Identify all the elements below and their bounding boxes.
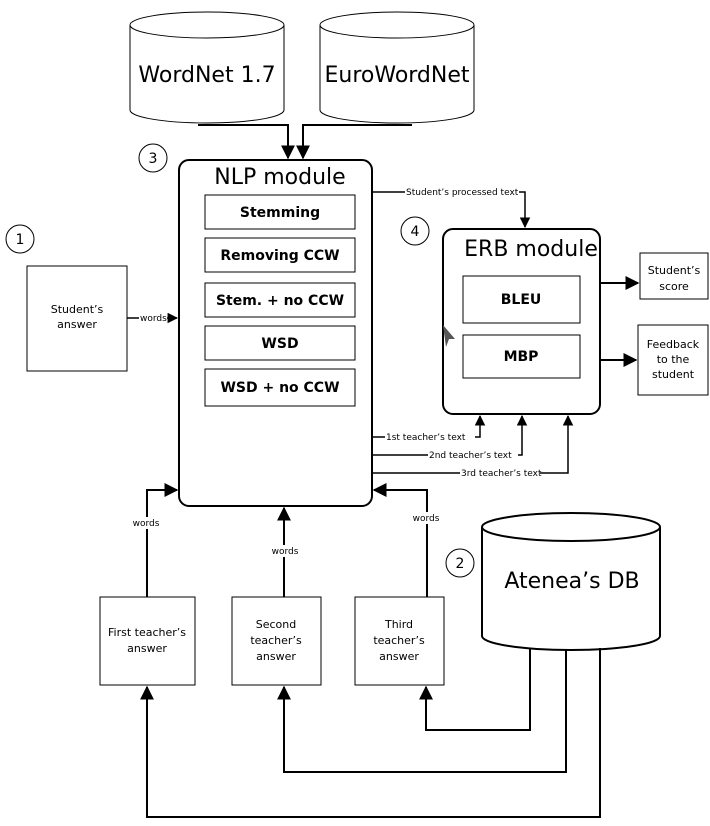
svg-text:Student’s: Student’s bbox=[51, 303, 104, 316]
svg-text:Removing CCW: Removing CCW bbox=[220, 248, 339, 264]
svg-text:teacher’s: teacher’s bbox=[373, 634, 425, 647]
svg-text:words: words bbox=[272, 547, 299, 557]
svg-text:Third: Third bbox=[384, 618, 413, 631]
svg-text:Student’s: Student’s bbox=[648, 264, 701, 277]
svg-text:3rd teacher’s text: 3rd teacher’s text bbox=[461, 469, 542, 479]
nlp-step-wsd-no-ccw: WSD + no CCW bbox=[204, 368, 356, 407]
svg-text:2: 2 bbox=[456, 556, 465, 572]
wordnet-to-nlp-arrow bbox=[198, 124, 295, 160]
svg-text:student: student bbox=[652, 368, 695, 381]
svg-text:3: 3 bbox=[149, 151, 158, 167]
db-to-third-teacher-arrow bbox=[419, 648, 531, 731]
nlp-step-removing-ccw: Removing CCW bbox=[204, 237, 356, 273]
svg-text:Stemming: Stemming bbox=[240, 205, 320, 221]
erb-title: ERB module bbox=[464, 237, 598, 262]
marker-4: 4 bbox=[400, 216, 430, 246]
svg-text:Student’s processed text: Student’s processed text bbox=[406, 188, 519, 198]
marker-3: 3 bbox=[138, 143, 168, 173]
edge-label-first-teacher-words: words bbox=[130, 517, 162, 529]
edge-label-t3: 3rd teacher’s text bbox=[460, 468, 542, 479]
svg-text:score: score bbox=[659, 280, 689, 293]
atenea-label: Atenea’s DB bbox=[504, 569, 639, 594]
nlp-title: NLP module bbox=[214, 165, 345, 190]
nlp-step-stemming: Stemming bbox=[204, 194, 356, 230]
marker-1: 1 bbox=[5, 224, 35, 254]
svg-text:BLEU: BLEU bbox=[501, 292, 542, 308]
svg-text:answer: answer bbox=[57, 318, 97, 331]
svg-text:answer: answer bbox=[379, 650, 419, 663]
svg-text:words: words bbox=[140, 314, 167, 324]
student-score-box: Student’s score bbox=[639, 252, 709, 300]
eurowordnet-to-nlp-arrow bbox=[296, 124, 412, 160]
connectors bbox=[127, 124, 640, 818]
erb-module: ERB module BLEU MBP bbox=[442, 228, 601, 415]
third-teacher-answer-box: Third teacher’s answer bbox=[354, 596, 445, 686]
svg-text:answer: answer bbox=[127, 642, 167, 655]
nlp-step-wsd: WSD bbox=[204, 325, 356, 361]
db-to-first-teacher-arrow bbox=[140, 648, 601, 818]
t2-text-arrow bbox=[372, 414, 528, 456]
svg-text:1st teacher’s text: 1st teacher’s text bbox=[386, 433, 466, 443]
wordnet-database: WordNet 1.7 bbox=[129, 11, 285, 124]
edge-label-third-teacher-words: words bbox=[410, 512, 442, 524]
svg-text:words: words bbox=[133, 519, 160, 529]
eurowordnet-label: EuroWordNet bbox=[324, 63, 469, 88]
third-teacher-to-nlp-arrow bbox=[372, 483, 428, 597]
db-to-second-teacher-arrow bbox=[277, 650, 567, 773]
svg-text:4: 4 bbox=[411, 224, 420, 240]
edge-label-student-words: words bbox=[139, 312, 167, 324]
svg-text:WSD + no CCW: WSD + no CCW bbox=[220, 380, 339, 396]
svg-text:2nd teacher’s text: 2nd teacher’s text bbox=[429, 451, 512, 461]
svg-text:MBP: MBP bbox=[504, 349, 539, 365]
svg-text:WSD: WSD bbox=[261, 336, 298, 352]
svg-text:Second: Second bbox=[256, 618, 296, 631]
svg-text:words: words bbox=[413, 514, 440, 524]
edge-label-second-teacher-words: words bbox=[269, 545, 301, 557]
nlp-step-stem-no-ccw: Stem. + no CCW bbox=[204, 282, 356, 318]
svg-text:teacher’s: teacher’s bbox=[250, 634, 302, 647]
edge-label-processed: Student’s processed text bbox=[405, 186, 519, 198]
atenea-database: Atenea’s DB bbox=[481, 512, 661, 651]
erb-metric-bleu: BLEU bbox=[462, 275, 581, 324]
edge-label-t1: 1st teacher’s text bbox=[385, 432, 475, 443]
svg-text:to the: to the bbox=[657, 353, 690, 366]
svg-text:First teacher’s: First teacher’s bbox=[108, 626, 186, 639]
nlp-module: NLP module Stemming Removing CCW Stem. +… bbox=[178, 159, 373, 507]
mouse-cursor-icon bbox=[443, 325, 455, 347]
erb-metric-mbp: MBP bbox=[462, 334, 581, 379]
wordnet-label: WordNet 1.7 bbox=[138, 63, 275, 88]
first-teacher-answer-box: First teacher’s answer bbox=[99, 596, 196, 686]
student-answer-box: Student’s answer bbox=[26, 265, 128, 372]
first-teacher-to-nlp-arrow bbox=[146, 483, 179, 597]
edge-label-t2: 2nd teacher’s text bbox=[428, 450, 518, 461]
marker-2: 2 bbox=[445, 548, 475, 578]
svg-text:1: 1 bbox=[16, 232, 25, 248]
eurowordnet-database: EuroWordNet bbox=[319, 11, 475, 124]
feedback-box: Feedback to the student bbox=[637, 324, 709, 396]
svg-text:answer: answer bbox=[256, 650, 296, 663]
second-teacher-answer-box: Second teacher’s answer bbox=[231, 596, 322, 686]
svg-text:Stem. + no CCW: Stem. + no CCW bbox=[216, 293, 344, 309]
t3-text-arrow bbox=[372, 414, 574, 474]
svg-text:Feedback: Feedback bbox=[647, 338, 700, 351]
